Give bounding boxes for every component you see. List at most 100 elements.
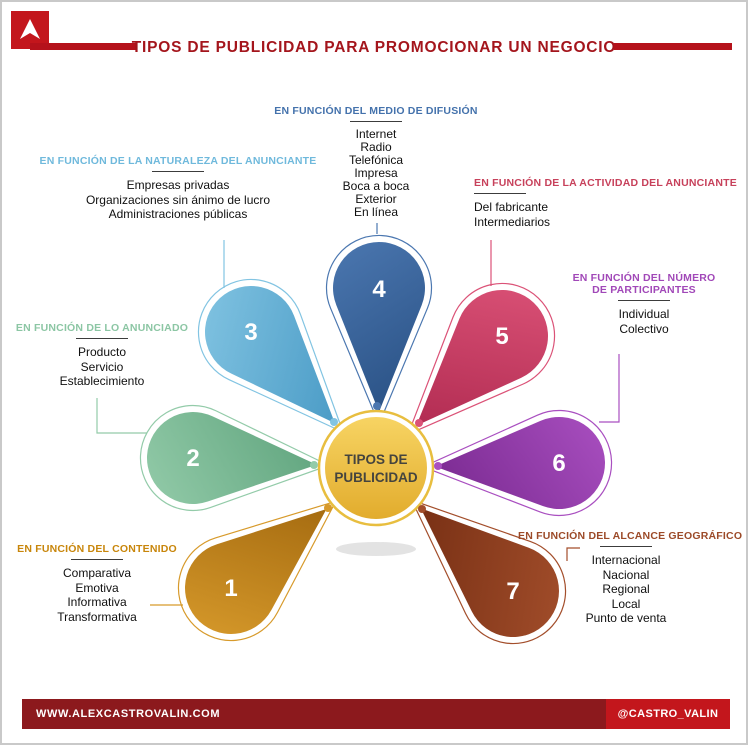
category-item: Empresas privadas bbox=[126, 178, 230, 192]
category-heading: EN FUNCIÓN DE LA NATURALEZA DEL ANUNCIAN… bbox=[39, 155, 317, 167]
category-item: Individual bbox=[618, 307, 670, 321]
category-item: Comparativa bbox=[62, 566, 132, 580]
category-item: Impresa bbox=[354, 166, 398, 180]
petal-4-shape bbox=[333, 241, 425, 412]
petal-2-dot bbox=[310, 461, 318, 469]
petal-6 bbox=[421, 409, 613, 517]
category-block-naturaleza: EN FUNCIÓN DE LA NATURALEZA DEL ANUNCIAN… bbox=[28, 155, 328, 222]
petal-5 bbox=[406, 282, 556, 436]
petal-3-ring bbox=[197, 278, 345, 434]
petal-2-shape bbox=[147, 412, 317, 504]
petal-2-ring bbox=[139, 404, 331, 512]
category-heading: EN FUNCIÓN DEL ALCANCE GEOGRÁFICO bbox=[518, 530, 743, 542]
petal-6-number: 6 bbox=[552, 450, 565, 477]
category-heading: EN FUNCIÓN DE LA ACTIVIDAD DEL ANUNCIANT… bbox=[474, 177, 737, 189]
category-items: Del fabricante Intermediarios bbox=[474, 200, 740, 229]
category-block-medio-difusion: EN FUNCIÓN DEL MEDIO DE DIFUSIÓN Interne… bbox=[261, 105, 491, 219]
category-item: Informativa bbox=[67, 595, 127, 609]
brand-logo bbox=[11, 11, 49, 49]
category-item: Del fabricante bbox=[474, 200, 549, 214]
category-item: Radio bbox=[360, 140, 392, 154]
category-block-alcance: EN FUNCIÓN DEL ALCANCE GEOGRÁFICO Intern… bbox=[518, 530, 743, 626]
petal-2-connector bbox=[96, 398, 147, 434]
category-item: Internacional bbox=[591, 553, 661, 567]
petal-5-shape bbox=[416, 290, 548, 426]
category-item: Servicio bbox=[80, 359, 124, 374]
petal-5-number: 5 bbox=[495, 323, 508, 350]
category-heading: EN FUNCIÓN DEL MEDIO DE DIFUSIÓN bbox=[274, 105, 478, 117]
petal-1-number: 1 bbox=[224, 575, 237, 602]
category-item: Internet bbox=[355, 127, 397, 141]
category-heading: EN FUNCIÓN DEL NÚMERO DE PARTICIPANTES bbox=[572, 272, 716, 296]
petal-7-shape bbox=[420, 508, 560, 638]
center-title-line2: PUBLICIDAD bbox=[334, 470, 417, 485]
petal-2-number: 2 bbox=[186, 445, 199, 472]
category-item: Colectivo bbox=[619, 321, 669, 336]
category-item: Transformativa bbox=[57, 609, 137, 624]
heading-rule bbox=[76, 338, 128, 339]
brand-logo-mark bbox=[20, 19, 40, 39]
header-rule-right bbox=[614, 43, 732, 50]
heading-rule bbox=[152, 171, 204, 172]
category-items: Comparativa Emotiva Informativa Transfor… bbox=[14, 566, 180, 624]
category-block-participantes: EN FUNCIÓN DEL NÚMERO DE PARTICIPANTES I… bbox=[568, 272, 720, 336]
heading-rule bbox=[618, 300, 670, 301]
heading-rule bbox=[71, 559, 123, 560]
header-rule-left bbox=[30, 43, 136, 50]
petal-5-ring bbox=[406, 282, 556, 436]
petal-3 bbox=[197, 278, 345, 434]
category-block-actividad: EN FUNCIÓN DE LA ACTIVIDAD DEL ANUNCIANT… bbox=[474, 177, 740, 229]
petal-5-dot bbox=[415, 419, 423, 427]
petal-6-dot bbox=[434, 462, 442, 470]
petal-4-ring bbox=[325, 234, 433, 426]
category-item: Boca a boca bbox=[342, 179, 410, 193]
category-item: Punto de venta bbox=[585, 611, 667, 625]
heading-rule bbox=[474, 193, 526, 194]
petal-7-connector bbox=[566, 547, 580, 561]
petal-3-number: 3 bbox=[244, 319, 257, 346]
petal-6-ring bbox=[421, 409, 613, 517]
footer-website: WWW.ALEXCASTROVALIN.COM bbox=[22, 699, 606, 729]
category-item: Administraciones públicas bbox=[108, 207, 248, 221]
petal-7 bbox=[410, 499, 567, 645]
page-title: TIPOS DE PUBLICIDAD PARA PROMOCIONAR UN … bbox=[131, 39, 617, 56]
category-item: Producto bbox=[77, 345, 127, 359]
footer-social-handle: @CASTRO_VALIN bbox=[606, 699, 730, 729]
category-items: Producto Servicio Establecimiento bbox=[12, 345, 192, 389]
petal-7-number: 7 bbox=[506, 578, 519, 605]
category-heading: EN FUNCIÓN DEL CONTENIDO bbox=[17, 543, 177, 555]
category-items: Individual Colectivo bbox=[568, 307, 720, 336]
category-item: Organizaciones sin ánimo de lucro bbox=[85, 192, 271, 207]
category-block-anunciado: EN FUNCIÓN DE LO ANUNCIADO Producto Serv… bbox=[12, 322, 192, 389]
category-items: Internacional Nacional Regional Local Pu… bbox=[518, 553, 734, 626]
petal-4-dot bbox=[373, 402, 381, 410]
petal-7-dot bbox=[418, 505, 426, 513]
petal-4 bbox=[325, 234, 433, 426]
petal-1-ring bbox=[177, 500, 337, 642]
category-item: Nacional bbox=[602, 567, 650, 582]
category-item: Establecimiento bbox=[59, 374, 145, 388]
petal-3-shape bbox=[205, 285, 335, 424]
center-shadow bbox=[336, 542, 416, 556]
petal-6-connector bbox=[599, 354, 620, 423]
category-item: Telefónica bbox=[348, 153, 404, 167]
petal-1-shape bbox=[185, 508, 327, 634]
petal-1-dot bbox=[324, 504, 332, 512]
heading-rule bbox=[350, 121, 402, 122]
petal-2 bbox=[139, 404, 331, 512]
category-items: Internet Radio Telefónica Impresa Boca a… bbox=[261, 128, 491, 219]
category-item: Local bbox=[611, 596, 641, 611]
category-item: Emotiva bbox=[75, 580, 119, 595]
category-item: Intermediarios bbox=[474, 214, 551, 229]
center-title-line1: TIPOS DE bbox=[344, 452, 407, 467]
category-block-contenido: EN FUNCIÓN DEL CONTENIDO Comparativa Emo… bbox=[14, 543, 180, 624]
petal-6-shape bbox=[435, 417, 605, 509]
category-heading: EN FUNCIÓN DE LO ANUNCIADO bbox=[15, 322, 189, 334]
petal-4-number: 4 bbox=[372, 276, 386, 303]
petal-7-ring bbox=[410, 499, 567, 645]
heading-rule bbox=[600, 546, 652, 547]
petal-3-dot bbox=[330, 418, 338, 426]
category-item: Regional bbox=[602, 582, 650, 596]
